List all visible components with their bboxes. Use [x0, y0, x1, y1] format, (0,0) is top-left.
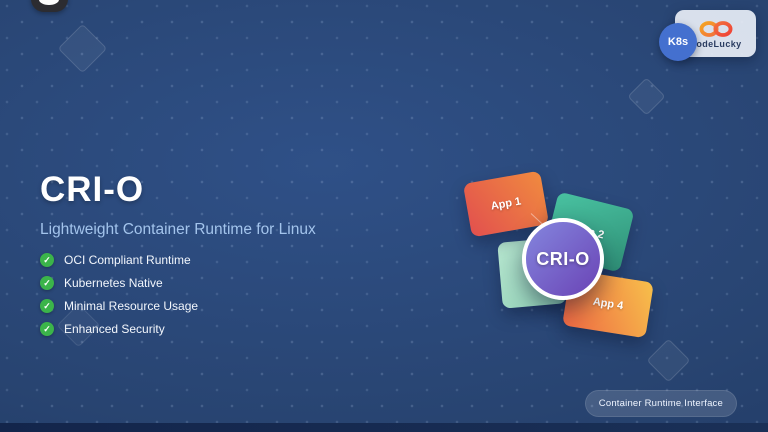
- brand-name: CodeLucky: [689, 39, 742, 49]
- checkmark-icon: ✓: [40, 253, 54, 267]
- feature-item: ✓ Enhanced Security: [40, 322, 198, 336]
- corner-logo-eye: [39, 0, 59, 5]
- feature-item: ✓ Kubernetes Native: [40, 276, 198, 290]
- feature-item: ✓ Minimal Resource Usage: [40, 299, 198, 313]
- crio-hub-label: CRI-O: [536, 248, 590, 269]
- corner-logo: [31, 0, 68, 12]
- crio-hub-circle: CRI-O: [522, 218, 604, 300]
- infinity-logo-icon: [699, 21, 732, 37]
- runtime-diagram: App 1 App 2 App 4 CRI-O: [450, 150, 690, 360]
- feature-label: Minimal Resource Usage: [64, 299, 199, 313]
- checkmark-icon: ✓: [40, 322, 54, 336]
- feature-label: Kubernetes Native: [64, 276, 163, 290]
- feature-label: OCI Compliant Runtime: [64, 253, 191, 267]
- checkmark-icon: ✓: [40, 299, 54, 313]
- feature-list: ✓ OCI Compliant Runtime ✓ Kubernetes Nat…: [40, 253, 198, 345]
- diamond-shape: [627, 77, 666, 116]
- container-runtime-interface-button[interactable]: Container Runtime Interface: [584, 390, 737, 417]
- diamond-shape: [57, 23, 108, 74]
- bottom-accent-bar: [0, 423, 768, 432]
- feature-label: Enhanced Security: [64, 322, 165, 336]
- checkmark-icon: ✓: [40, 276, 54, 290]
- page-title: CRI-O: [40, 170, 145, 209]
- feature-item: ✓ OCI Compliant Runtime: [40, 253, 198, 267]
- k8s-badge: K8s: [659, 23, 697, 61]
- page-subtitle: Lightweight Container Runtime for Linux: [40, 221, 316, 238]
